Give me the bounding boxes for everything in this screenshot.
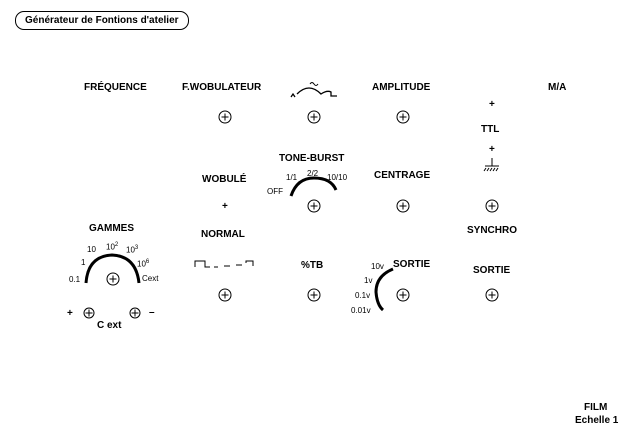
sortie-0-01v: 0.01v — [351, 306, 371, 315]
tb-knob[interactable] — [307, 288, 321, 302]
tone-burst-1-1: 1/1 — [286, 173, 298, 182]
scale-label: Echelle 1 — [575, 415, 619, 426]
gammes-1: 1 — [81, 258, 86, 267]
sortie-jack[interactable] — [485, 288, 499, 302]
gammes-label: GAMMES — [89, 223, 134, 234]
gammes-100: 102 — [106, 242, 119, 252]
tb-label: %TB — [301, 260, 324, 271]
ma-plus-sign: + — [489, 99, 495, 110]
centrage-label: CENTRAGE — [374, 170, 431, 181]
gammes-0-1: 0.1 — [69, 275, 81, 284]
gammes-cext: Cext — [142, 274, 159, 283]
gammes-10: 10 — [87, 245, 96, 254]
gammes-1000: 103 — [126, 245, 139, 255]
amplitude-label: AMPLITUDE — [372, 82, 431, 93]
frequence-label: FRÉQUENCE — [84, 82, 147, 93]
sortie-0-1v: 0.1v — [355, 291, 371, 300]
synchro-knob[interactable] — [485, 199, 499, 213]
cext-terminal-plus[interactable] — [82, 306, 96, 320]
gammes-knob[interactable] — [106, 272, 120, 286]
tone-burst-knob[interactable] — [307, 199, 321, 213]
wave-select-knob[interactable] — [218, 288, 232, 302]
panel-title: Générateur de Fontions d'atelier — [15, 11, 189, 30]
wobulateur-label: F.WOBULATEUR — [182, 82, 262, 93]
tone-burst-10-10: 10/10 — [327, 173, 348, 182]
film-label: FILM — [584, 402, 608, 413]
sortie-label: SORTIE — [473, 265, 511, 276]
cext-minus-sign: – — [149, 307, 155, 318]
ttl-plus-sign: + — [489, 144, 495, 155]
tone-burst-off: OFF — [267, 187, 283, 196]
sortie-1v: 1v — [364, 276, 373, 285]
cext-terminal-minus[interactable] — [128, 306, 142, 320]
ma-label: M/A — [548, 82, 567, 93]
ttl-label: TTL — [481, 124, 500, 135]
centrage-knob[interactable] — [396, 199, 410, 213]
wobulateur-knob[interactable] — [218, 110, 232, 124]
synchro-label: SYNCHRO — [467, 225, 518, 236]
sweep-knob[interactable] — [307, 110, 321, 124]
wobule-plus-sign: + — [222, 201, 228, 212]
sortie-10v: 10v — [371, 262, 384, 271]
gammes-1m: 106 — [137, 259, 150, 269]
cext-plus-sign: + — [67, 308, 73, 319]
sortie-level-knob[interactable] — [396, 288, 410, 302]
cext-label: C ext — [97, 320, 122, 331]
normal-label: NORMAL — [201, 229, 245, 240]
tone-burst-label: TONE-BURST — [279, 153, 345, 164]
wobule-label: WOBULÉ — [202, 174, 247, 185]
sortie-level-label: SORTIE — [393, 259, 431, 270]
amplitude-knob[interactable] — [396, 110, 410, 124]
tone-burst-2-2: 2/2 — [307, 169, 319, 178]
